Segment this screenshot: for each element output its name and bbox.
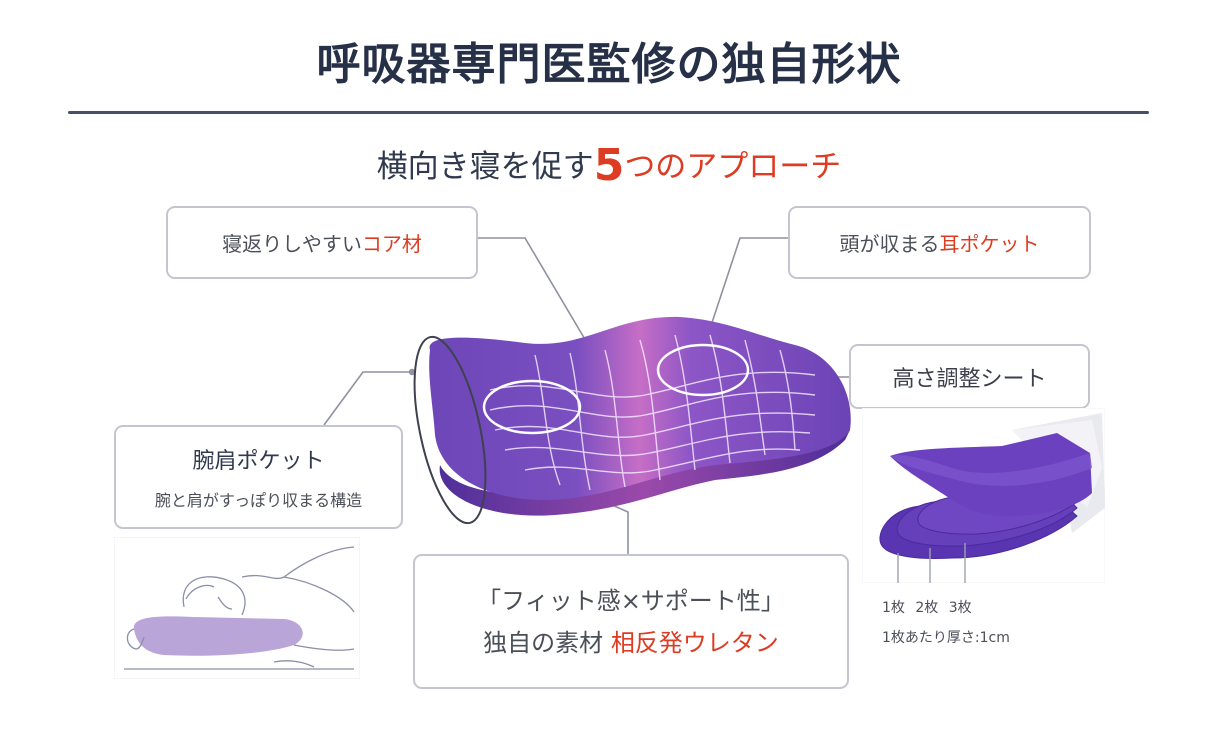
subtitle-suffix: つのアプローチ	[624, 149, 842, 185]
subtitle-prefix: 横向き寝を促す	[376, 149, 594, 185]
callout-material-line1: 「フィット感×サポート性」	[477, 586, 785, 615]
title-divider	[68, 111, 1149, 114]
sheet-count-3: 3枚	[948, 600, 972, 616]
callout-core-highlight: コア材	[361, 232, 422, 256]
pillow-illustration	[413, 316, 851, 525]
subtitle: 横向き寝を促す5つのアプローチ	[0, 140, 1218, 191]
height-sheet-labels: 1枚 2枚 3枚 1枚あたり厚さ:1cm	[882, 597, 1010, 647]
sheet-count-1: 1枚	[882, 600, 905, 616]
callout-height-sheet: 高さ調整シート	[849, 344, 1090, 409]
callout-ear-pocket: 頭が収まる耳ポケット	[788, 206, 1091, 279]
sheet-thickness: 1枚あたり厚さ:1cm	[882, 630, 1010, 646]
page-title: 呼吸器専門医監修の独自形状	[316, 39, 902, 90]
callout-shoulder-description: 腕と肩がすっぽり収まる構造	[154, 491, 363, 510]
subtitle-number: 5	[593, 140, 625, 191]
sheet-count-2: 2枚	[915, 600, 939, 616]
side-sleeper-illustration	[114, 537, 360, 679]
callout-material-highlight: 相反発ウレタン	[610, 628, 779, 657]
callout-shoulder-title: 腕肩ポケット	[192, 449, 325, 474]
height-sheets-illustration	[862, 408, 1105, 583]
callout-material-prefix: 独自の素材	[483, 628, 611, 657]
callout-ear-text: 頭が収まる	[839, 232, 940, 256]
callout-height-text: 高さ調整シート	[892, 366, 1047, 392]
callout-ear-highlight: 耳ポケット	[939, 232, 1040, 256]
callout-shoulder-pocket: 腕肩ポケット 腕と肩がすっぽり収まる構造	[114, 425, 403, 529]
callout-core-material: 寝返りしやすいコア材	[166, 206, 478, 279]
callout-material: 「フィット感×サポート性」 独自の素材 相反発ウレタン	[413, 554, 849, 689]
callout-core-text: 寝返りしやすい	[222, 232, 362, 256]
